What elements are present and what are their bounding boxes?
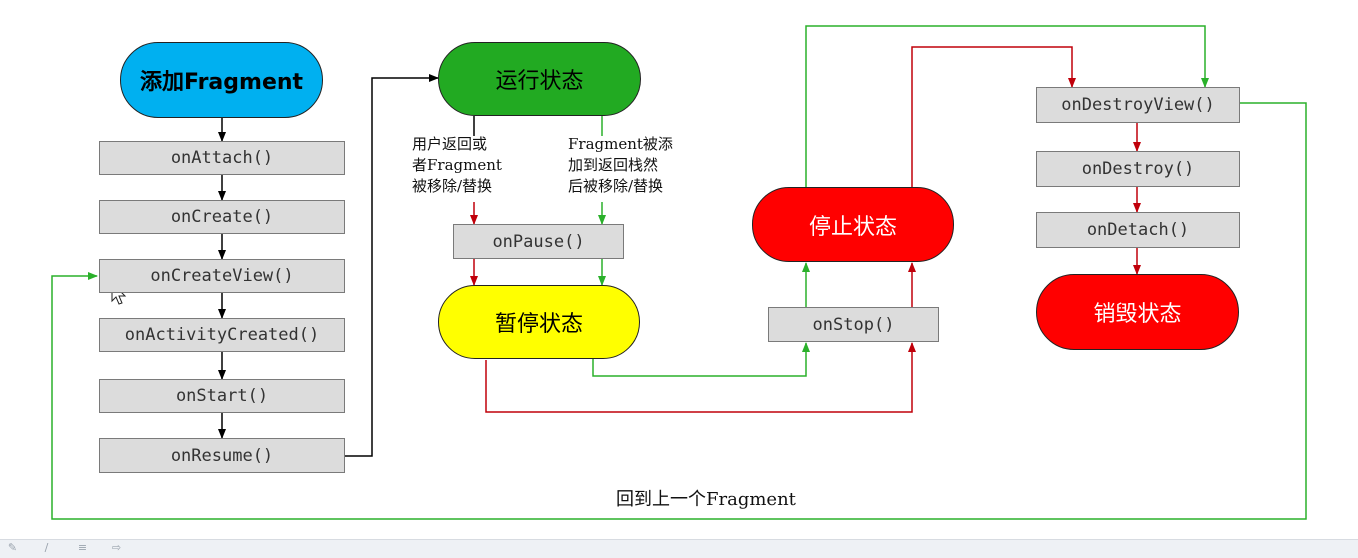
- pencil-icon[interactable]: ✎: [7, 541, 18, 554]
- note-user-back-or-removed: 用户返回或 者Fragment 被移除/替换: [412, 134, 502, 197]
- callback-onstop-label: onStop(): [812, 314, 895, 335]
- arrow-paused-to-onstop-green: [592, 342, 810, 377]
- state-stopped: 停止状态: [752, 187, 954, 262]
- list-icon[interactable]: ≡: [77, 541, 88, 554]
- callback-ondestroy-label: onDestroy(): [1081, 159, 1195, 179]
- callback-ondestroy: onDestroy(): [1036, 151, 1240, 187]
- back-to-previous-fragment-label: 回到上一个Fragment: [616, 489, 796, 510]
- state-add-fragment: 添加Fragment: [120, 42, 323, 118]
- arrow-back-to-oncreateview: [51, 102, 1307, 520]
- note-left-line-1: 用户返回或: [412, 135, 488, 153]
- stop-branch-connectors: [485, 262, 916, 413]
- callback-onstop: onStop(): [768, 307, 939, 342]
- left-column-connectors: [218, 74, 439, 457]
- callback-onpause: onPause(): [453, 224, 624, 259]
- pause-branch-connectors: [470, 116, 606, 286]
- callback-onattach-label: onAttach(): [170, 148, 274, 168]
- callback-oncreate-label: onCreate(): [170, 207, 274, 227]
- note-left-line-2: 者Fragment: [412, 156, 502, 174]
- callback-onattach: onAttach(): [99, 141, 345, 175]
- callback-ondetach-label: onDetach(): [1086, 220, 1190, 240]
- state-paused: 暂停状态: [438, 285, 640, 359]
- pen-icon[interactable]: ∕: [44, 541, 49, 554]
- arrow-stopped-to-ondestroyview-red: [911, 46, 1076, 187]
- callback-ondestroyview: onDestroyView(): [1036, 87, 1240, 123]
- note-added-to-backstack: Fragment被添 加到返回栈然 后被移除/替换: [568, 134, 673, 197]
- note-right-line-1: Fragment被添: [568, 135, 673, 153]
- destroy-branch-connectors: [805, 25, 1209, 275]
- bottom-toolbar: ✎ ∕ ≡ ⇨: [0, 539, 1358, 558]
- callback-onresume-label: onResume(): [170, 445, 274, 466]
- callback-onactivitycreated-label: onActivityCreated(): [124, 325, 320, 345]
- state-stopped-label: 停止状态: [808, 214, 897, 240]
- callback-onstart-label: onStart(): [175, 386, 269, 406]
- callback-onresume: onResume(): [99, 438, 345, 473]
- state-add-fragment-label: 添加Fragment: [139, 70, 304, 95]
- note-left-line-3: 被移除/替换: [412, 177, 493, 195]
- callback-oncreateview: onCreateView(): [99, 259, 345, 293]
- note-right-line-2: 加到返回栈然: [568, 156, 659, 174]
- share-icon[interactable]: ⇨: [111, 541, 122, 554]
- back-label-text: 回到上一个Fragment: [616, 489, 796, 510]
- callback-onactivitycreated: onActivityCreated(): [99, 318, 345, 352]
- callback-ondestroyview-label: onDestroyView(): [1061, 95, 1215, 115]
- state-running-label: 运行状态: [495, 69, 584, 94]
- callback-ondetach: onDetach(): [1036, 212, 1240, 248]
- state-destroyed-label: 销毁状态: [1093, 302, 1182, 327]
- note-right-line-3: 后被移除/替换: [568, 177, 664, 195]
- arrow-paused-to-onstop-red: [485, 342, 916, 413]
- state-destroyed: 销毁状态: [1036, 274, 1239, 350]
- state-running: 运行状态: [438, 42, 641, 116]
- callback-onpause-label: onPause(): [492, 231, 585, 252]
- arrow-stopped-to-ondestroyview-green: [805, 25, 1209, 187]
- arrow-onresume-to-running: [345, 74, 439, 457]
- callback-oncreate: onCreate(): [99, 200, 345, 234]
- state-paused-label: 暂停状态: [494, 312, 583, 337]
- callback-oncreateview-label: onCreateView(): [150, 266, 294, 286]
- callback-onstart: onStart(): [99, 379, 345, 413]
